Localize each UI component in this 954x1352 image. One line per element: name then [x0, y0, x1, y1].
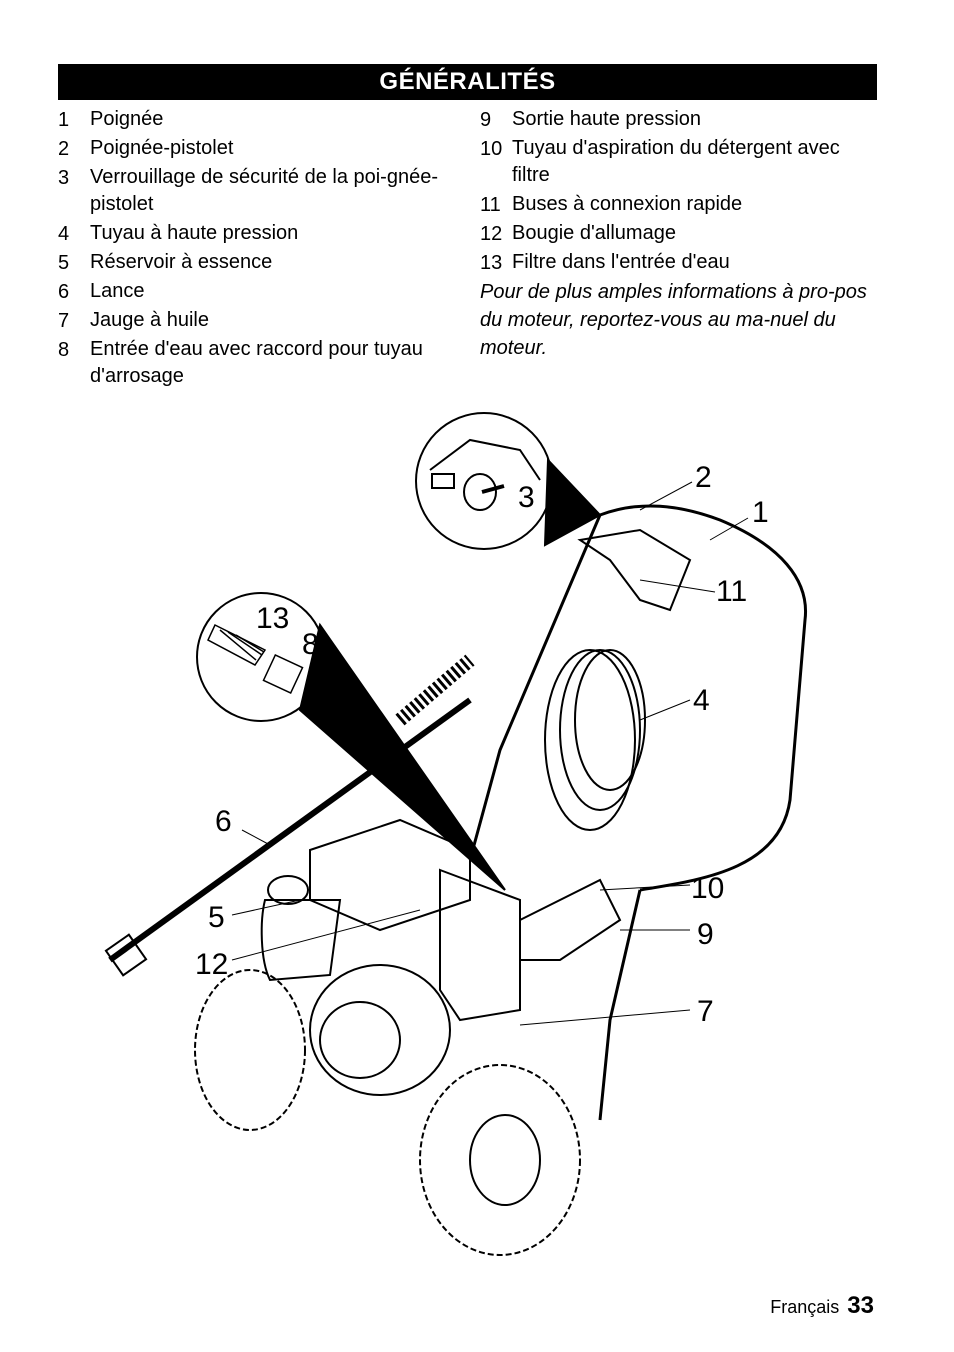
item-number: 10 — [480, 138, 503, 160]
item-number: 5 — [58, 252, 70, 274]
item-number: 13 — [480, 252, 503, 274]
parts-list-right: 9 Sortie haute pression 10 Tuyau d'aspirat… — [480, 106, 880, 362]
item-number: 8 — [58, 339, 70, 361]
item-text: Tuyau d'aspiration du détergent avec fil… — [512, 137, 840, 186]
list-item: 13 Filtre dans l'entrée d'eau — [480, 249, 880, 278]
item-number: 3 — [58, 167, 70, 189]
item-text: Bougie d'allumage — [512, 222, 676, 244]
item-text: Réservoir à essence — [90, 251, 273, 273]
pressure-washer-illustration: 1 2 3 4 5 6 7 8 9 10 11 12 13 — [104, 412, 808, 1256]
page-footer: Français 33 — [770, 1292, 874, 1320]
callout-4: 4 — [693, 684, 710, 717]
item-text: Verrouillage de sécurité de la poi-gnée-… — [90, 166, 438, 215]
item-number: 11 — [480, 194, 501, 216]
list-item: 10 Tuyau d'aspiration du détergent avec f… — [480, 135, 880, 191]
item-number: 2 — [58, 138, 70, 160]
list-item: 8 Entrée d'eau avec raccord pour tuyau d'… — [58, 336, 438, 392]
list-item: 9 Sortie haute pression — [480, 106, 880, 135]
item-number: 6 — [58, 281, 70, 303]
item-number: 12 — [480, 223, 503, 245]
item-number: 4 — [58, 223, 70, 245]
list-item: 1 Poignée — [58, 106, 438, 135]
item-text: Jauge à huile — [90, 309, 209, 331]
callout-6: 6 — [215, 805, 232, 838]
callout-5: 5 — [208, 901, 225, 934]
list-item: 3 Verrouillage de sécurité de la poi-gnée… — [58, 164, 438, 220]
callout-1: 1 — [752, 496, 769, 529]
section-title: GÉNÉRALITÉS — [379, 68, 556, 95]
item-text: Poignée — [90, 108, 164, 130]
callout-9: 9 — [697, 918, 714, 951]
callout-10: 10 — [691, 872, 724, 905]
list-item: 4 Tuyau à haute pression — [58, 220, 438, 249]
item-text: Sortie haute pression — [512, 108, 702, 130]
callout-8: 8 — [302, 628, 319, 661]
page-number: 33 — [847, 1292, 874, 1319]
section-header: GÉNÉRALITÉS — [58, 64, 877, 100]
item-text: Entrée d'eau avec raccord pour tuyau d'a… — [90, 338, 423, 387]
list-item: 12 Bougie d'allumage — [480, 220, 880, 249]
item-number: 7 — [58, 310, 70, 332]
engine-note: Pour de plus amples informations à pro-p… — [480, 281, 867, 359]
list-item: 11 Buses à connexion rapide — [480, 191, 880, 220]
list-item: 7 Jauge à huile — [58, 307, 438, 336]
list-item: 5 Réservoir à essence — [58, 249, 438, 278]
item-text: Lance — [90, 280, 145, 302]
callout-12: 12 — [195, 948, 228, 981]
list-item: 2 Poignée-pistolet — [58, 135, 438, 164]
callout-3: 3 — [518, 481, 535, 514]
callout-13: 13 — [256, 602, 289, 635]
item-text: Filtre dans l'entrée d'eau — [512, 251, 730, 273]
item-number: 1 — [58, 109, 70, 131]
callout-11: 11 — [716, 575, 747, 608]
item-text: Buses à connexion rapide — [512, 193, 743, 215]
item-text: Poignée-pistolet — [90, 137, 234, 159]
parts-list-left: 1 Poignée 2 Poignée-pistolet 3 Verrouillage… — [58, 106, 438, 392]
list-item: 6 Lance — [58, 278, 438, 307]
footer-language: Français — [770, 1297, 840, 1317]
item-text: Tuyau à haute pression — [90, 222, 299, 244]
item-number: 9 — [480, 109, 492, 131]
callout-2: 2 — [695, 461, 712, 494]
callout-7: 7 — [697, 995, 714, 1028]
